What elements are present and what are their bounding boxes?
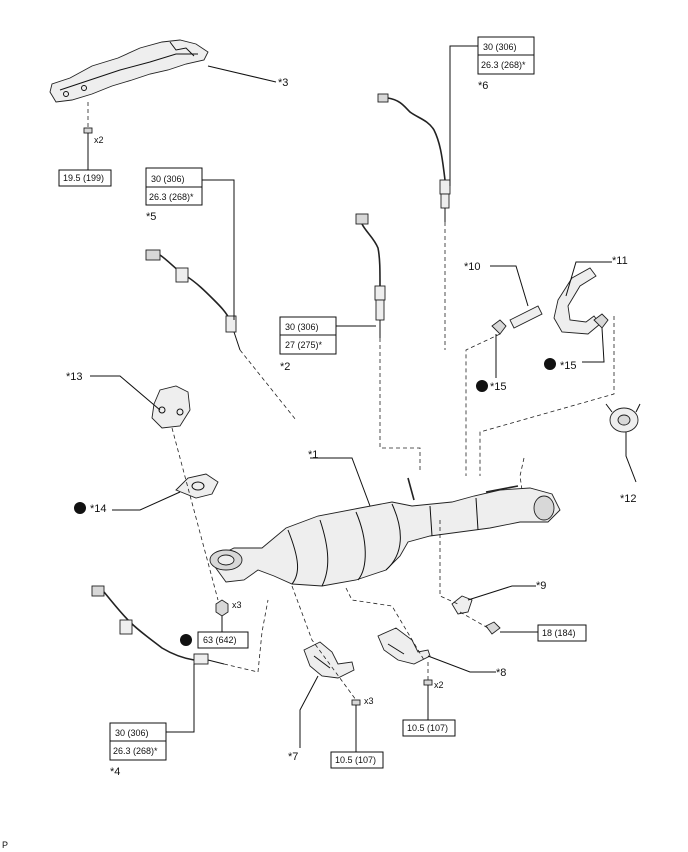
torque-bolt9: 18 (184) (542, 628, 576, 638)
clamp-icon (491, 319, 507, 335)
torque-bolt7: 10.5 (107) (335, 755, 376, 765)
bolt-icon (83, 127, 93, 145)
part-4-label: *4 (110, 766, 120, 778)
nut-icon (215, 599, 229, 617)
bolt8-qty: x2 (434, 680, 444, 690)
bolt-icon (423, 679, 433, 700)
torque-sensor2-line1: 30 (306) (285, 322, 319, 332)
part-8-label: *8 (496, 667, 506, 679)
replace-mark-icon (544, 358, 556, 370)
part-7-label: *7 (288, 751, 298, 763)
torque-sensor6-line1: 30 (306) (483, 42, 517, 52)
part-5-sensor (145, 249, 241, 351)
torque-box-bracket3 (58, 169, 112, 187)
replace-mark-icon (74, 502, 86, 514)
part-9-bracket (451, 595, 473, 615)
clamp-icon (593, 313, 609, 329)
torque-box-nut (197, 631, 249, 649)
part-3-label: *3 (278, 77, 288, 89)
part-10-hose (509, 305, 543, 329)
corner-mark: P (2, 840, 8, 850)
part-8-insulator (377, 627, 431, 665)
nut-qty: x3 (232, 600, 242, 610)
part-6-sensor (377, 93, 451, 222)
part-2-sensor (355, 213, 386, 338)
part-14-label: *14 (90, 503, 107, 515)
bolt-icon (485, 621, 501, 635)
torque-box-bolt9 (537, 624, 587, 642)
part-1-converter (209, 477, 561, 587)
torque-sensor4-line1: 30 (306) (115, 728, 149, 738)
part-11-hose (553, 267, 601, 335)
part-15b-label: *15 (560, 360, 577, 372)
part-1-label: *1 (308, 449, 318, 461)
part-15a-label: *15 (490, 381, 507, 393)
replace-mark-icon (180, 634, 192, 646)
torque-box-bolt7 (330, 751, 384, 769)
part-11-label: *11 (612, 255, 628, 267)
torque-bracket3: 19.5 (199) (63, 173, 104, 183)
part-10-label: *10 (464, 261, 481, 273)
torque-bolt8: 10.5 (107) (407, 723, 448, 733)
torque-nut: 63 (642) (203, 635, 237, 645)
part-7-insulator (303, 641, 355, 679)
part-5-label: *5 (146, 211, 156, 223)
part-13-flange (151, 385, 191, 429)
part-12-label: *12 (620, 493, 637, 505)
part-3-bracket (49, 39, 209, 103)
torque-sensor4-line2: 26.3 (268)* (113, 746, 158, 756)
part-6-label: *6 (478, 80, 488, 92)
torque-sensor6-line2: 26.3 (268)* (481, 60, 526, 70)
torque-box-bolt8 (402, 719, 456, 737)
torque-sensor5-line2: 26.3 (268)* (149, 192, 194, 202)
part-12-insulator (605, 403, 641, 433)
part-13-label: *13 (66, 371, 83, 383)
part-9-label: *9 (536, 580, 546, 592)
torque-sensor5-line1: 30 (306) (151, 174, 185, 184)
bolt-icon (351, 699, 361, 720)
part-14-gasket (175, 473, 219, 499)
bracket3-qty: x2 (94, 135, 104, 145)
replace-mark-icon (476, 380, 488, 392)
part-4-sensor (91, 585, 225, 665)
bolt7-qty: x3 (364, 696, 374, 706)
torque-sensor2-line2: 27 (275)* (285, 340, 323, 350)
part-2-label: *2 (280, 361, 290, 373)
